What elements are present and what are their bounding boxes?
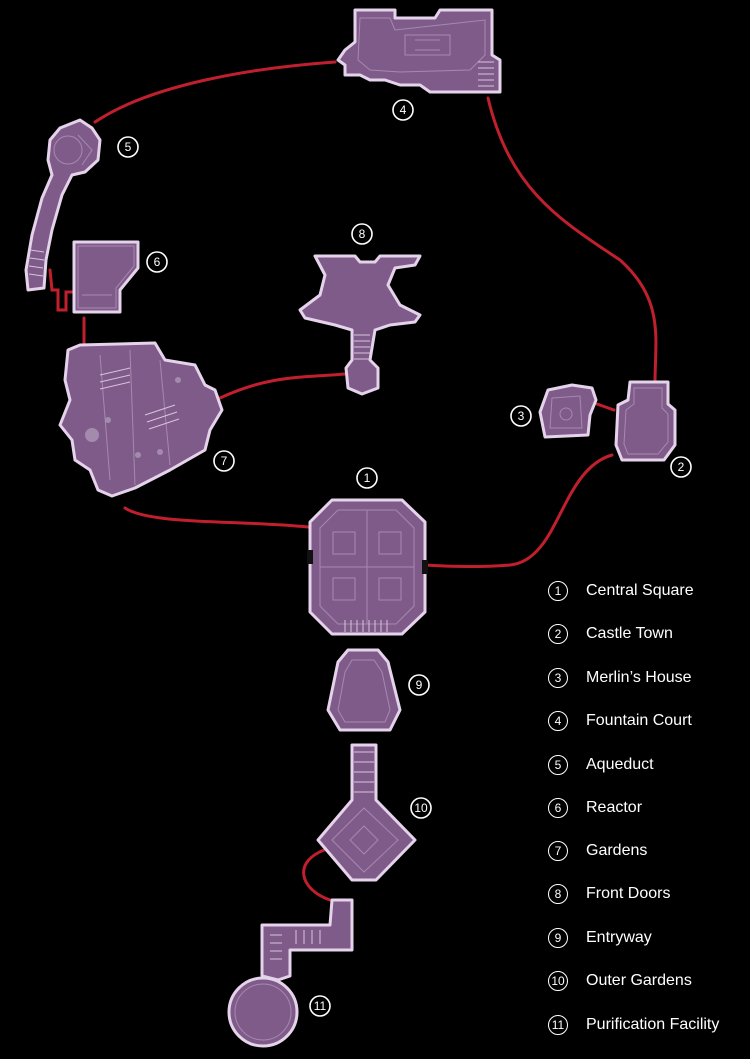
legend-number: 11 <box>548 1015 568 1035</box>
legend-item: 2 Castle Town <box>548 621 673 647</box>
marker-gardens: 7 <box>213 450 235 472</box>
legend-label: Central Square <box>586 582 694 599</box>
svg-text:4: 4 <box>400 103 407 117</box>
svg-text:1: 1 <box>364 471 371 485</box>
marker-merlins-house: 3 <box>510 405 532 427</box>
room-entryway <box>326 648 402 732</box>
path-fountain-to-castle-town <box>486 96 658 384</box>
path-gardens-to-front-doors <box>218 372 347 400</box>
legend-number: 3 <box>548 668 568 688</box>
legend-label: Outer Gardens <box>586 972 692 989</box>
svg-text:7: 7 <box>221 454 228 468</box>
legend-label: Merlin’s House <box>586 669 692 686</box>
marker-aqueduct: 5 <box>117 136 139 158</box>
svg-text:6: 6 <box>154 255 161 269</box>
legend-number: 2 <box>548 624 568 644</box>
room-gardens <box>58 341 224 498</box>
legend-number: 1 <box>548 581 568 601</box>
room-outer-gardens <box>316 743 417 882</box>
legend-number: 10 <box>548 971 568 991</box>
legend-number: 7 <box>548 841 568 861</box>
room-castle-town <box>614 380 677 462</box>
svg-text:8: 8 <box>359 227 366 241</box>
path-merlin-to-castle-town <box>595 402 616 412</box>
legend-item: 4 Fountain Court <box>548 708 692 734</box>
room-reactor <box>72 240 140 314</box>
legend-number: 8 <box>548 884 568 904</box>
legend-label: Entryway <box>586 929 652 946</box>
marker-front-doors: 8 <box>351 223 373 245</box>
legend-label: Gardens <box>586 842 648 859</box>
path-aqueduct-to-reactor <box>48 268 74 312</box>
legend-item: 7 Gardens <box>548 838 647 864</box>
path-gardens-to-central <box>123 506 310 529</box>
svg-text:9: 9 <box>416 678 423 692</box>
legend-label: Front Doors <box>586 885 671 902</box>
svg-text:5: 5 <box>125 140 132 154</box>
marker-central-square: 1 <box>356 467 378 489</box>
marker-entryway: 9 <box>408 674 430 696</box>
room-fountain-court <box>336 8 502 94</box>
svg-text:10: 10 <box>414 801 428 815</box>
legend-number: 5 <box>548 755 568 775</box>
map-markers: 1 2 3 4 5 6 7 8 9 10 11 <box>117 99 692 1017</box>
path-castle-town-to-central <box>423 453 614 569</box>
legend-item: 5 Aqueduct <box>548 752 654 778</box>
legend-number: 6 <box>548 798 568 818</box>
legend-item: 9 Entryway <box>548 925 652 951</box>
svg-text:3: 3 <box>518 409 525 423</box>
path-fountain-to-aqueduct <box>93 60 337 124</box>
legend-item: 3 Merlin’s House <box>548 665 692 691</box>
marker-purification-facility: 11 <box>309 995 331 1017</box>
connection-paths <box>48 60 658 902</box>
room-front-doors <box>298 254 422 396</box>
legend-item: 6 Reactor <box>548 795 642 821</box>
legend-label: Reactor <box>586 799 643 816</box>
room-purification-facility <box>227 898 354 1048</box>
legend-number: 4 <box>548 711 568 731</box>
marker-reactor: 6 <box>146 251 168 273</box>
marker-fountain-court: 4 <box>392 99 414 121</box>
legend-label: Purification Facility <box>586 1016 720 1033</box>
legend-number: 9 <box>548 928 568 948</box>
legend-label: Castle Town <box>586 625 673 642</box>
marker-castle-town: 2 <box>670 456 692 478</box>
legend-label: Fountain Court <box>586 712 692 729</box>
legend-item: 8 Front Doors <box>548 881 670 907</box>
marker-outer-gardens: 10 <box>410 797 432 819</box>
path-outer-gardens-to-purification <box>302 846 332 902</box>
room-aqueduct <box>24 118 102 292</box>
room-merlins-house <box>538 383 598 439</box>
legend-item: 11 Purification Facility <box>548 1012 719 1038</box>
legend-label: Aqueduct <box>586 756 654 773</box>
svg-text:11: 11 <box>314 999 327 1013</box>
svg-text:2: 2 <box>678 460 685 474</box>
legend-item: 1 Central Square <box>548 578 694 604</box>
room-central-square <box>307 498 428 636</box>
legend-item: 10 Outer Gardens <box>548 968 692 994</box>
